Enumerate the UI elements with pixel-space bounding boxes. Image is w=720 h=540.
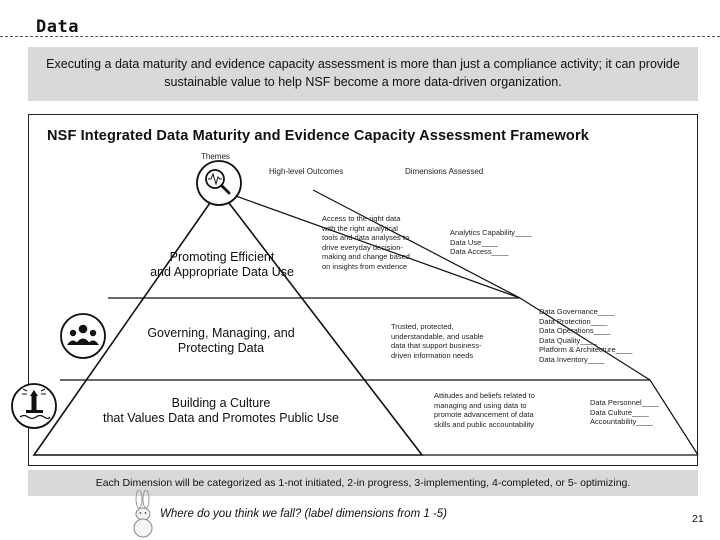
dimension-item: Data Inventory____: [539, 354, 605, 364]
outcome-line: driven information needs: [391, 350, 474, 360]
dimension-item: Data Governance____: [539, 307, 615, 316]
dimension-list-governing: Data Governance____ Data Protection____ …: [539, 307, 632, 364]
outcome-line: understandable, and usable: [391, 331, 484, 341]
dimensions-header: Dimensions Assessed: [405, 167, 484, 176]
dimension-list-efficient-use: Analytics Capability____ Data Use____ Da…: [450, 228, 532, 257]
dimension-item: Accountability____: [590, 417, 653, 426]
pyramid-outline: [32, 188, 424, 456]
outcome-text-governing: Trusted, protected, understandable, and …: [391, 322, 484, 360]
outcome-line: tools and data analyses to: [322, 233, 410, 242]
dimension-list-culture: Data Personnel____ Data Culture____ Acco…: [590, 398, 658, 427]
framework-panel: NSF Integrated Data Maturity and Evidenc…: [28, 114, 698, 466]
themes-header: Themes: [201, 152, 230, 161]
theme-label-line: Governing, Managing, and: [147, 326, 295, 340]
outcome-edge: [218, 189, 521, 299]
theme-label-line: Protecting Data: [177, 341, 265, 355]
people-group-icon: [60, 313, 106, 359]
dimension-edge-top: [312, 189, 521, 299]
dimension-item: Data Access____: [450, 247, 509, 256]
outcome-line: skills and public accountability: [434, 419, 535, 429]
theme-label-line: Building a Culture: [171, 396, 271, 410]
outcome-line: data that support business-: [391, 341, 482, 350]
framework-title: NSF Integrated Data Maturity and Evidenc…: [47, 128, 589, 144]
dimension-edge-2: [649, 379, 699, 456]
outcome-line: Trusted, protected,: [391, 322, 454, 331]
dimension-item: Analytics Capability____: [450, 228, 532, 237]
outcome-text-culture: Attitudes and beliefs related to managin…: [434, 391, 535, 429]
lighthouse-icon: [11, 383, 57, 429]
dimension-item: Data Culture____: [590, 407, 649, 417]
page-title: Data: [36, 17, 79, 37]
outcome-line: promote advancement of data: [434, 410, 534, 419]
title-divider: [0, 36, 720, 37]
scale-note-banner: Each Dimension will be categorized as 1-…: [28, 470, 698, 496]
theme-label-efficient-use: Promoting Efficient and Appropriate Data…: [140, 250, 304, 280]
outcome-line: with the right analytical: [322, 223, 398, 233]
outcome-line: on insights from evidence: [322, 261, 408, 271]
outcome-text-efficient-use: Access to the right data with the right …: [322, 214, 410, 271]
magnifier-chart-icon: [196, 160, 242, 206]
theme-label-governing: Governing, Managing, and Protecting Data: [132, 326, 310, 356]
intro-banner: Executing a data maturity and evidence c…: [28, 47, 698, 101]
outcome-line: drive everyday decision-: [322, 242, 403, 252]
outcome-line: Access to the right data: [322, 214, 401, 223]
dimension-edge-1: [519, 297, 651, 381]
dimension-item: Platform & Architecture____: [539, 345, 633, 354]
dimension-item: Data Use____: [450, 237, 498, 247]
theme-label-culture: Building a Culture that Values Data and …: [96, 396, 346, 426]
dimension-item: Data Protection____: [539, 316, 608, 326]
theme-label-line: Promoting Efficient: [169, 250, 275, 264]
theme-label-line: and Appropriate Data Use: [150, 265, 294, 279]
question-prompt: Where do you think we fall? (label dimen…: [160, 508, 447, 520]
theme-label-line: that Values Data and Promotes Public Use: [102, 411, 339, 425]
dimension-item: Data Operations____: [539, 326, 611, 335]
dimension-item: Data Personnel____: [590, 398, 659, 407]
rabbit-icon: [133, 490, 153, 538]
outcome-line: making and change based: [322, 252, 410, 261]
outcome-line: managing and using data to: [434, 400, 527, 410]
page-number: 21: [692, 513, 704, 525]
outcome-line: Attitudes and beliefs related to: [434, 391, 535, 400]
outcomes-header: High-level Outcomes: [269, 167, 344, 176]
dimension-item: Data Quality____: [539, 335, 597, 345]
